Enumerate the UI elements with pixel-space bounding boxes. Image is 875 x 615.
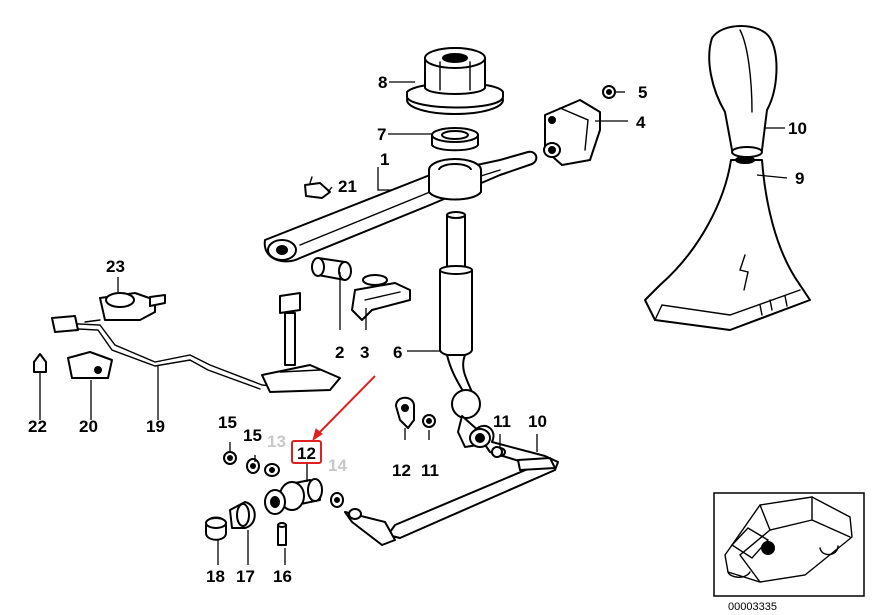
callout-9: 9 xyxy=(795,169,804,188)
callout-8: 8 xyxy=(378,73,387,92)
callout-4: 4 xyxy=(636,113,646,132)
washers-group xyxy=(223,446,503,520)
highlight-arrow xyxy=(312,375,376,442)
spring-clip xyxy=(395,396,415,429)
callout-14: 12 xyxy=(297,444,316,463)
callout-13: 12 xyxy=(392,461,411,480)
callout-7: 7 xyxy=(377,125,386,144)
callout-10: 10 xyxy=(788,119,807,138)
callout-5: 5 xyxy=(638,83,647,102)
bearing-cup xyxy=(229,501,256,529)
hex-nut xyxy=(602,85,616,99)
callout-18: 16 xyxy=(273,567,292,586)
callout-21: 19 xyxy=(146,417,165,436)
callout-23: 21 xyxy=(338,177,357,196)
callout-16: 15 xyxy=(243,426,262,445)
pivot-assembly xyxy=(264,478,323,546)
retaining-clip xyxy=(351,274,411,321)
callout-6: 6 xyxy=(393,343,402,362)
callout-15-lower: 14 xyxy=(328,456,347,475)
callout-25: 23 xyxy=(106,257,125,276)
selector-arm xyxy=(344,424,559,546)
rubber-boot xyxy=(406,47,504,115)
car-inset xyxy=(713,492,865,597)
selector-rod xyxy=(439,211,481,448)
callout-24: 22 xyxy=(28,417,47,436)
wiring-harness xyxy=(33,315,306,391)
reference-number: 00003335 xyxy=(728,601,777,613)
callout-20: 18 xyxy=(206,567,225,586)
callout-2: 2 xyxy=(335,343,344,362)
shift-pin-plate xyxy=(261,292,341,393)
plastic-clip xyxy=(304,176,331,199)
mounting-bracket xyxy=(543,99,601,166)
callout-1: 1 xyxy=(380,150,389,169)
callout-11: 10 xyxy=(528,412,547,431)
highlight-box xyxy=(291,440,322,464)
callout-12-right: 11 xyxy=(493,412,511,431)
callout-3: 3 xyxy=(360,343,369,362)
location-marker xyxy=(761,541,775,555)
shift-knob xyxy=(708,25,778,158)
reverse-light-switch xyxy=(84,292,166,323)
callout-22: 20 xyxy=(79,417,98,436)
shift-boot xyxy=(644,156,811,331)
callout-17: 15 xyxy=(218,413,237,432)
callout-19: 17 xyxy=(236,567,255,586)
bushing xyxy=(311,257,352,281)
callout-15-upper: 13 xyxy=(267,432,286,451)
callout-12-left: 11 xyxy=(421,461,439,480)
leader-lines xyxy=(39,81,788,565)
washer-upper xyxy=(422,414,436,428)
bearing-ring xyxy=(431,127,479,152)
end-cap xyxy=(205,516,227,541)
shift-arm xyxy=(263,150,538,263)
